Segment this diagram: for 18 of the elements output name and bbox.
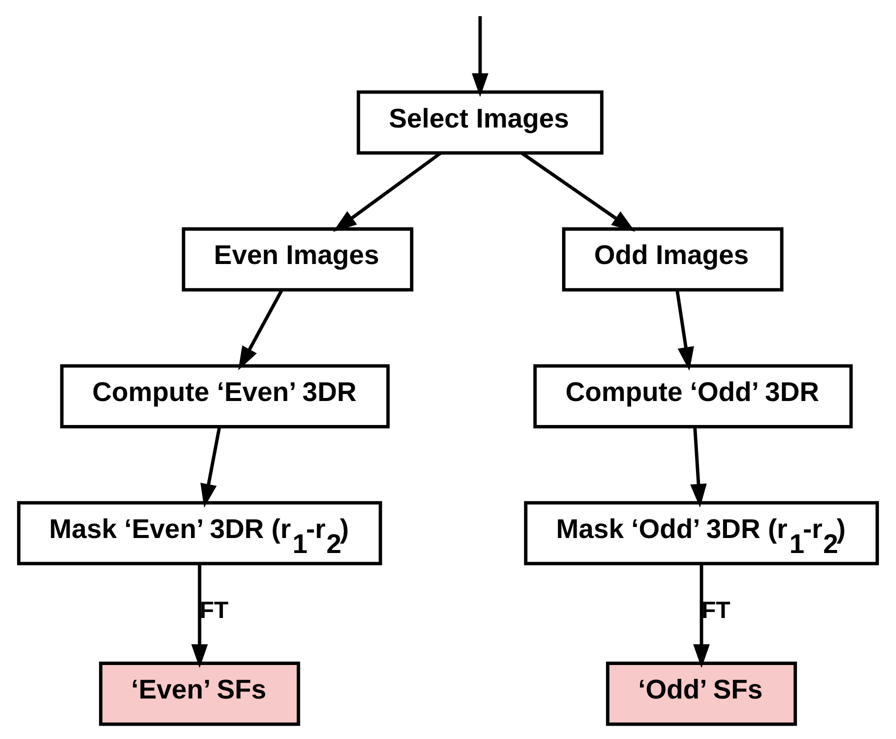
- edge-label: FT: [200, 598, 228, 624]
- node-box: Compute ‘Even’ 3DR: [60, 364, 390, 428]
- node-box: Select Images: [356, 90, 604, 155]
- arrow: [472, 16, 488, 97]
- arrow: [693, 564, 710, 668]
- arrow: [675, 290, 694, 371]
- arrow: [200, 426, 222, 508]
- node-box: Even Images: [182, 227, 414, 292]
- edge-label: FT: [701, 598, 730, 624]
- arrow: [520, 152, 636, 232]
- node-box: Compute ‘Odd’ 3DR: [533, 364, 853, 428]
- arrow: [690, 426, 707, 508]
- arrow: [333, 152, 442, 232]
- arrow: [238, 289, 284, 370]
- arrow: [191, 564, 208, 668]
- node-box: Odd Images: [562, 227, 784, 292]
- node-box: ‘Even’ SFs: [99, 662, 300, 726]
- node-box: ‘Odd’ SFs: [606, 662, 797, 726]
